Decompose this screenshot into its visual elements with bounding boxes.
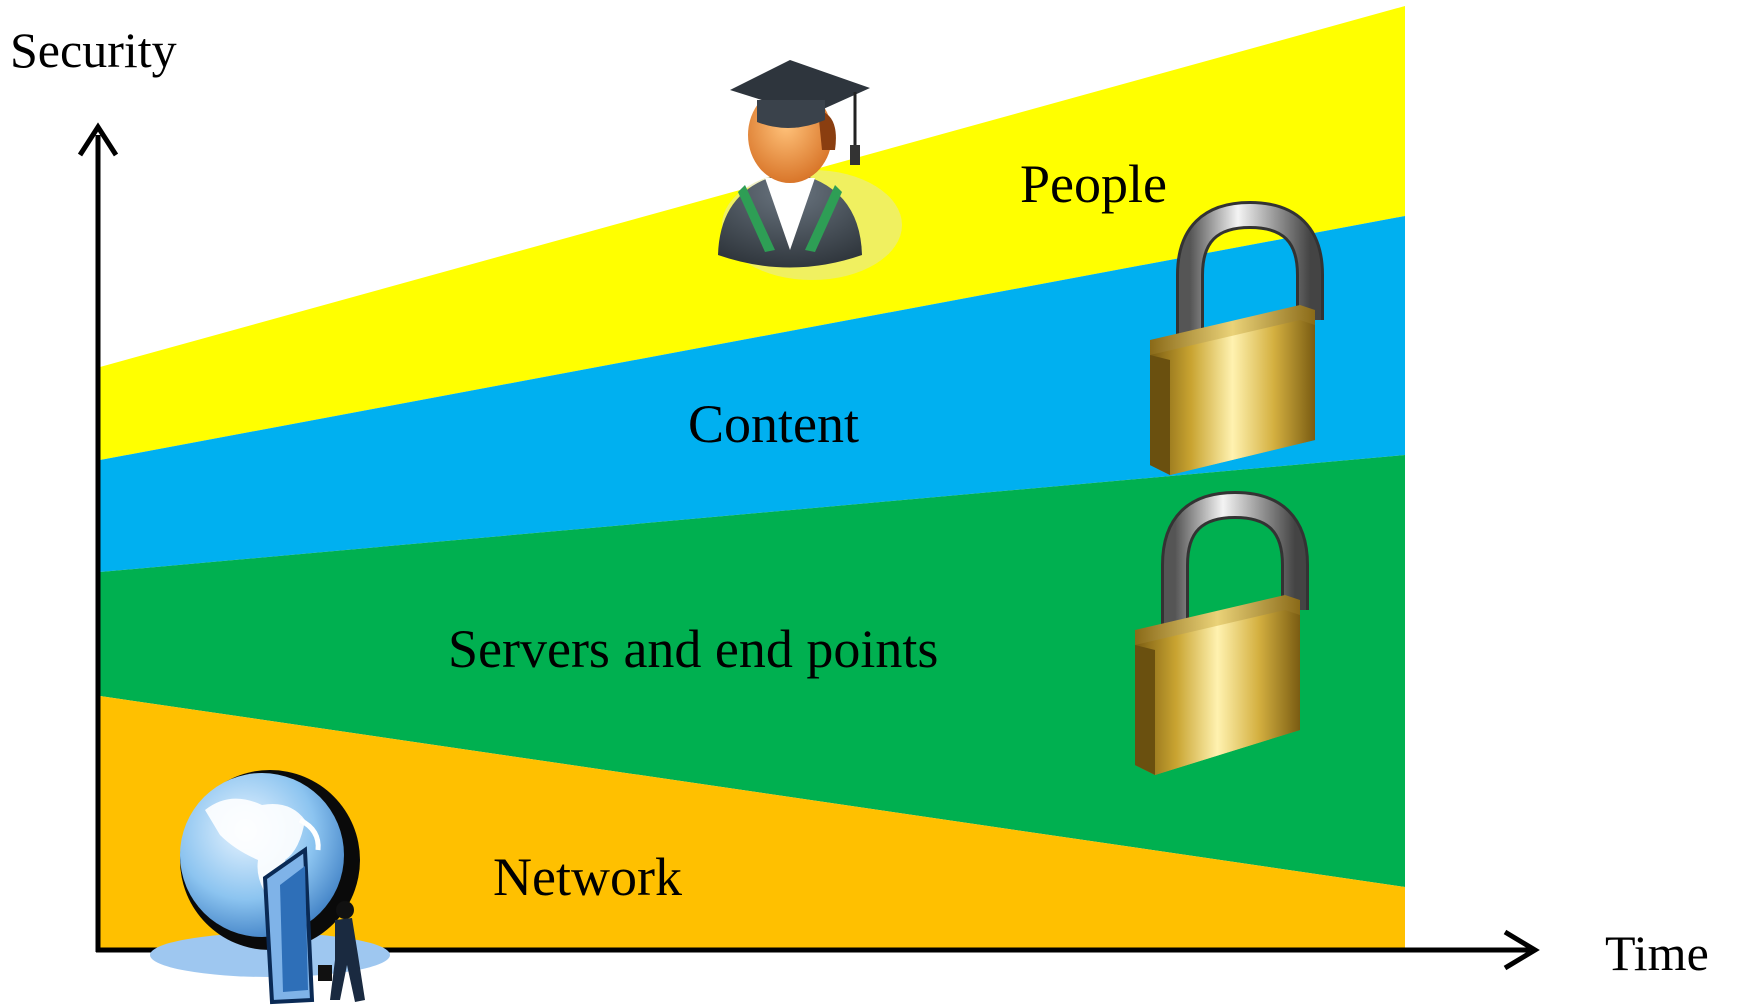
- padlock-icon: [1150, 200, 1324, 475]
- y-axis: [77, 122, 119, 952]
- people-layer-label: People: [1020, 154, 1167, 214]
- servers-layer-band: [100, 455, 1405, 887]
- network-layer-label: Network: [493, 847, 682, 907]
- padlock-icon: [1135, 490, 1309, 775]
- graduate-person-icon: [718, 60, 902, 280]
- globe-door-person-icon: [150, 770, 390, 1005]
- content-layer-band: [100, 216, 1405, 572]
- x-axis-label: Time: [1605, 925, 1709, 981]
- content-layer-label: Content: [688, 394, 859, 454]
- y-axis-label: Security: [10, 22, 177, 78]
- network-layer-band: [100, 696, 1405, 950]
- servers-layer-label: Servers and end points: [448, 619, 938, 679]
